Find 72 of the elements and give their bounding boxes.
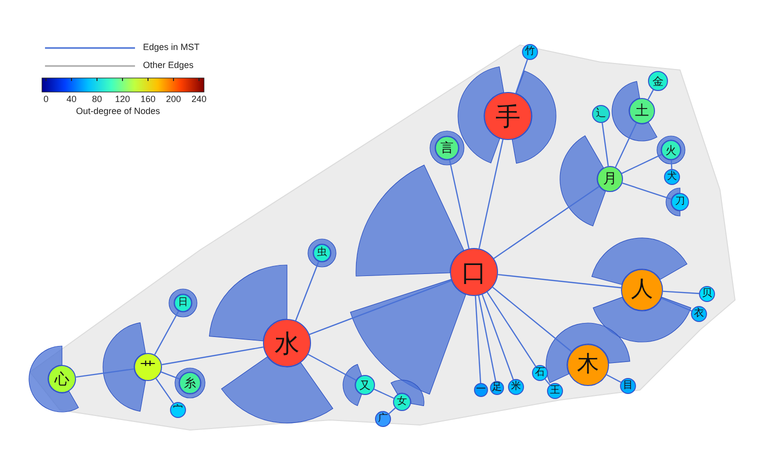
- legend-text: Other Edges: [143, 60, 194, 70]
- tick-label: 120: [114, 94, 130, 104]
- node-label: 一: [476, 385, 486, 395]
- tree-edge: [478, 295, 496, 382]
- tree-edge: [478, 139, 504, 249]
- tree-edge: [309, 280, 452, 336]
- node-label: 艹: [140, 360, 156, 374]
- tree-edge: [474, 296, 482, 384]
- tick-label: 160: [140, 94, 156, 104]
- tree-edge: [615, 122, 637, 168]
- tree-edge: [295, 261, 320, 321]
- tree-edge: [156, 378, 174, 404]
- node-label: 日: [178, 298, 188, 308]
- node-label: 土: [635, 104, 649, 118]
- node-label: 刀: [675, 197, 685, 207]
- tree-edge: [622, 182, 672, 200]
- tree-edge: [498, 274, 622, 288]
- tree-edge: [154, 310, 180, 355]
- tree-edge: [661, 298, 692, 312]
- tree-edge: [662, 290, 700, 294]
- node-label: 辶: [596, 109, 606, 119]
- tree-edge: [160, 371, 180, 380]
- tree-edge: [308, 354, 356, 381]
- node-label: 火: [666, 144, 676, 156]
- node-label: 人: [631, 279, 653, 301]
- tree-edge: [388, 408, 396, 414]
- tree-edge: [76, 368, 134, 378]
- node-circle: [522, 44, 538, 60]
- node-label: 竹: [525, 47, 535, 57]
- tick-label: 200: [166, 94, 182, 104]
- node-label: 广: [378, 414, 388, 424]
- node-label: 口: [462, 260, 486, 284]
- tree-edge: [448, 160, 470, 249]
- colorbar-title: Out-degree of Nodes: [76, 106, 160, 116]
- node-label: 衣: [694, 309, 704, 319]
- node-label: 目: [623, 381, 633, 391]
- node-label: 王: [550, 386, 560, 396]
- tick-label: 40: [66, 94, 76, 104]
- node-label: 月: [603, 172, 617, 186]
- node-label: 米: [511, 382, 521, 392]
- tree-edge: [606, 374, 622, 383]
- tree-edge: [515, 59, 528, 94]
- node-label: 木: [577, 354, 599, 376]
- tree-edge: [374, 388, 394, 399]
- node-label: 虫: [317, 248, 327, 258]
- tree-edge: [162, 346, 264, 366]
- tree-edge: [486, 292, 536, 367]
- node-label: 言: [440, 142, 454, 154]
- node-label: 女: [397, 397, 407, 407]
- node-label: 水: [274, 330, 300, 356]
- tree-edge: [602, 122, 609, 166]
- tree-edge: [493, 186, 600, 259]
- node-label: 金: [652, 76, 664, 86]
- tree-edge: [648, 90, 654, 100]
- node-label: 贝: [702, 289, 712, 299]
- node-label: 心: [54, 372, 70, 386]
- tree-edge: [492, 286, 572, 352]
- node-circle: [375, 411, 391, 427]
- tree-edge: [670, 160, 672, 170]
- node-label: 石: [535, 368, 545, 378]
- legend-text: Edges in MST: [143, 42, 200, 52]
- node-label: 足: [492, 383, 502, 393]
- node-label: 宀: [173, 405, 183, 415]
- tree-edge: [482, 294, 514, 380]
- tick-label: 0: [44, 94, 48, 104]
- node-label: 又: [360, 380, 370, 390]
- tree-edge: [621, 154, 662, 174]
- tick-label: 240: [191, 94, 207, 104]
- node-label: 手: [496, 104, 520, 128]
- tick-label: 80: [92, 94, 102, 104]
- node-label: 犬: [667, 172, 677, 182]
- node-label: 糸: [184, 377, 196, 389]
